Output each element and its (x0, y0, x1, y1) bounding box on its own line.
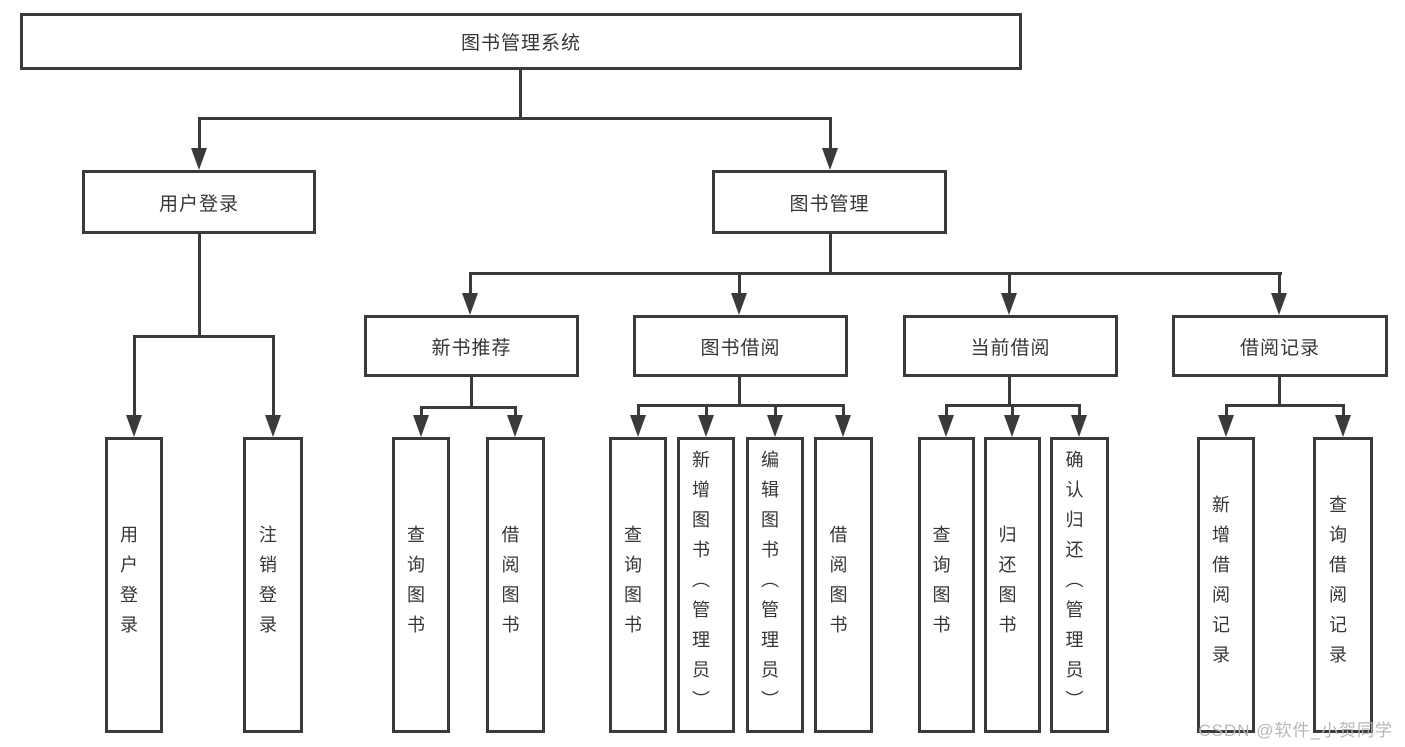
arrow-down-icon (1004, 415, 1020, 437)
leaf-borrowing-add-books-label: 新增图书（管理员） (690, 450, 710, 720)
csdn-watermark: CSDN @软件_小贺同学 (1198, 721, 1393, 740)
connector-bookmgmt-drop-3 (1008, 272, 1011, 295)
node-book-borrowing-label: 图书借阅 (700, 337, 781, 359)
leaf-current-return-books: 归还图书 (984, 437, 1041, 733)
leaf-recommend-borrow-books-label: 借阅图书 (499, 525, 520, 645)
leaf-records-query-record: 查询借阅记录 (1313, 437, 1373, 733)
arrow-down-icon (822, 148, 838, 170)
node-book-borrowing: 图书借阅 (633, 315, 848, 377)
leaf-logout: 注销登录 (243, 437, 303, 733)
connector-userlogin-rail (133, 335, 275, 338)
arrow-down-icon (191, 148, 207, 170)
leaf-borrowing-query-books: 查询图书 (609, 437, 667, 733)
node-borrowing-records: 借阅记录 (1172, 315, 1388, 377)
connector-bookmgmt-drop-2 (738, 272, 741, 295)
leaf-current-confirm-return: 确认归还（管理员） (1050, 437, 1109, 733)
arrow-down-icon (462, 293, 478, 315)
node-root-label: 图书管理系统 (460, 33, 581, 54)
arrow-down-icon (630, 415, 646, 437)
leaf-current-query-books-label: 查询图书 (930, 525, 951, 645)
node-user-login: 用户登录 (82, 170, 316, 234)
leaf-borrowing-query-books-label: 查询图书 (622, 525, 642, 645)
connector-root-stem (519, 70, 522, 118)
leaf-user-login: 用户登录 (105, 437, 163, 733)
node-book-management: 图书管理 (712, 170, 947, 234)
leaf-borrowing-borrow-books: 借阅图书 (814, 437, 873, 733)
arrow-down-icon (1218, 415, 1234, 437)
connector-recommend-drop-2 (514, 406, 517, 417)
leaf-current-return-books-label: 归还图书 (996, 525, 1017, 645)
node-user-login-label: 用户登录 (158, 193, 239, 215)
arrow-down-icon (1001, 293, 1017, 315)
connector-borrowing-drop-4 (842, 404, 845, 417)
connector-borrowing-rail (637, 404, 845, 407)
leaf-records-add-record: 新增借阅记录 (1197, 437, 1255, 733)
leaf-recommend-borrow-books: 借阅图书 (486, 437, 545, 733)
arrow-down-icon (507, 415, 523, 437)
node-current-borrowing-label: 当前借阅 (970, 337, 1051, 359)
connector-borrowing-stem (738, 377, 741, 407)
leaf-recommend-query-books: 查询图书 (392, 437, 450, 733)
arrow-down-icon (698, 415, 714, 437)
node-current-borrowing: 当前借阅 (903, 315, 1118, 377)
connector-root-rail (198, 117, 832, 120)
node-borrowing-records-label: 借阅记录 (1239, 337, 1320, 359)
connector-current-stem (1008, 377, 1011, 407)
arrow-down-icon (767, 415, 783, 437)
leaf-current-query-books: 查询图书 (918, 437, 975, 733)
connector-records-rail (1225, 404, 1345, 407)
arrow-down-icon (1071, 415, 1087, 437)
connector-recommend-rail (420, 406, 517, 409)
connector-current-drop-2 (1011, 404, 1014, 417)
connector-bookmgmt-stem (829, 234, 832, 274)
connector-records-drop-1 (1225, 404, 1228, 417)
node-book-management-label: 图书管理 (789, 193, 870, 215)
connector-recommend-stem (470, 377, 473, 408)
leaf-records-add-record-label: 新增借阅记录 (1210, 495, 1230, 675)
connector-borrowing-drop-3 (774, 404, 777, 417)
connector-bookmgmt-drop-4 (1278, 272, 1281, 295)
node-root: 图书管理系统 (20, 13, 1022, 70)
arrow-down-icon (1335, 415, 1351, 437)
connector-records-stem (1278, 377, 1281, 407)
connector-borrowing-drop-2 (705, 404, 708, 417)
leaf-borrowing-edit-books-label: 编辑图书（管理员） (759, 450, 779, 720)
leaf-current-confirm-return-label: 确认归还（管理员） (1063, 450, 1084, 720)
leaf-borrowing-edit-books: 编辑图书（管理员） (746, 437, 804, 733)
connector-records-drop-2 (1342, 404, 1345, 417)
leaf-recommend-query-books-label: 查询图书 (405, 525, 425, 645)
connector-current-drop-3 (1078, 404, 1081, 417)
connector-userlogin-drop-1 (133, 335, 136, 417)
arrow-down-icon (1271, 293, 1287, 315)
connector-current-drop-1 (945, 404, 948, 417)
leaf-user-login-label: 用户登录 (118, 525, 138, 645)
connector-userlogin-drop-2 (272, 335, 275, 417)
connector-bookmgmt-rail (469, 272, 1282, 275)
arrow-down-icon (835, 415, 851, 437)
arrow-down-icon (413, 415, 429, 437)
leaf-logout-label: 注销登录 (257, 525, 277, 645)
connector-borrowing-drop-1 (637, 404, 640, 417)
node-new-book-recommend-label: 新书推荐 (431, 337, 512, 359)
connector-bookmgmt-drop-1 (469, 272, 472, 295)
connector-recommend-drop-1 (420, 406, 423, 417)
arrow-down-icon (938, 415, 954, 437)
connector-root-drop-left (198, 117, 201, 150)
node-new-book-recommend: 新书推荐 (364, 315, 579, 377)
leaf-borrowing-add-books: 新增图书（管理员） (677, 437, 735, 733)
leaf-borrowing-borrow-books-label: 借阅图书 (827, 525, 848, 645)
connector-root-drop-right (829, 117, 832, 150)
arrow-down-icon (126, 415, 142, 437)
leaf-records-query-record-label: 查询借阅记录 (1327, 495, 1347, 675)
arrow-down-icon (731, 293, 747, 315)
connector-userlogin-stem (198, 234, 201, 337)
arrow-down-icon (265, 415, 281, 437)
